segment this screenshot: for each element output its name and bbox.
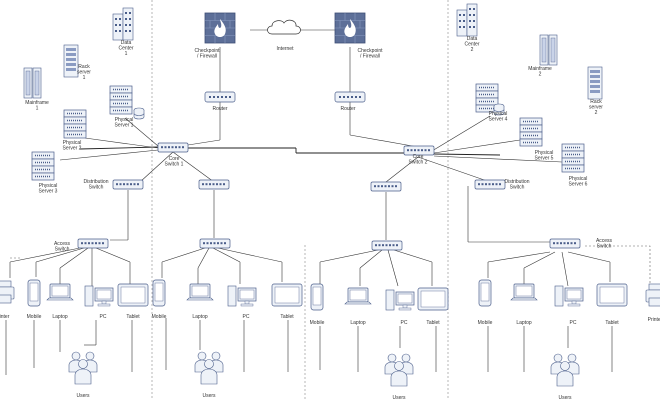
tablet-icon [596,283,628,307]
mobile-label: Mobile [478,320,493,326]
pc-icon [227,285,257,307]
server-stack-icon [519,117,543,147]
printer-left-label: Printer [0,314,10,320]
users-group-icon [68,351,98,385]
laptop-icon [46,283,74,301]
laptop-icon [510,283,538,301]
tablet-label: Tablet [426,320,440,326]
database-icon [133,107,145,120]
laptop-label: Laptop [52,314,68,320]
switch-icon [370,181,402,192]
mobile-label: Mobile [27,314,42,320]
tablet-label: Tablet [605,320,619,326]
laptop-label: Laptop [350,320,366,326]
rack-server-icon [63,44,79,78]
server-stack-icon [31,151,55,181]
building-icon [456,3,478,37]
switch-icon [157,142,189,153]
laptop-label: Laptop [192,314,208,320]
users-label: Users [76,393,90,399]
printer-right-label: Printer [648,317,660,323]
rack-server-icon [587,66,603,100]
mobile-label: Mobile [310,320,325,326]
users-label: Users [392,395,406,400]
server-stack-icon [561,143,585,173]
mainframe-icon [539,34,558,66]
users-group-icon [384,353,414,387]
users-label: Users [202,393,216,399]
checkpoint-right-label: Checkpoint/ Firewall [357,48,383,60]
mobile-icon [152,279,166,307]
mobile-icon [478,279,492,307]
checkpoint-left-label: Checkpoint/ Firewall [194,48,220,60]
tablet-icon [117,283,149,307]
router-icon [334,91,366,103]
mainframe-icon [23,67,42,99]
tablet-icon [417,287,449,311]
users-label: Users [558,395,572,400]
switch-icon [474,179,506,190]
pc-icon [554,285,584,307]
tablet-icon [271,283,303,307]
wires [5,29,651,375]
tablet-label: Tablet [126,314,140,320]
pc-icon [84,285,114,307]
server-stack-icon [63,109,87,139]
mobile-icon [310,283,324,311]
server-stack-icon [109,85,133,115]
tablet-label: Tablet [280,314,294,320]
switch-icon [112,179,144,190]
users-group-icon [550,353,580,387]
laptop-label: Laptop [516,320,532,326]
printer-icon [645,283,660,307]
pc-icon [385,289,415,311]
switch-icon [549,238,581,249]
pc-label: PC [570,320,577,326]
switch-icon [199,238,231,249]
labels-layer: Internet Checkpoint/ Firewall Checkpoint/ … [0,36,660,400]
switch-icon [77,238,109,249]
internet-label: Internet [277,46,295,52]
printer-icon [0,280,15,304]
switch-icon [198,179,230,190]
pc-label: PC [243,314,250,320]
cloud-icon [267,19,301,35]
building-icon [112,7,134,41]
router-left-label: Router [212,106,227,112]
mobile-label: Mobile [152,314,167,320]
pc-label: PC [100,314,107,320]
firewall-icon [334,12,366,44]
router-icon [204,91,236,103]
laptop-icon [344,287,372,305]
laptop-icon [186,283,214,301]
switch-icon [371,240,403,251]
router-right-label: Router [340,106,355,112]
pc-label: PC [401,320,408,326]
firewall-icon [204,12,236,44]
users-group-icon [194,351,224,385]
mobile-icon [27,279,41,307]
